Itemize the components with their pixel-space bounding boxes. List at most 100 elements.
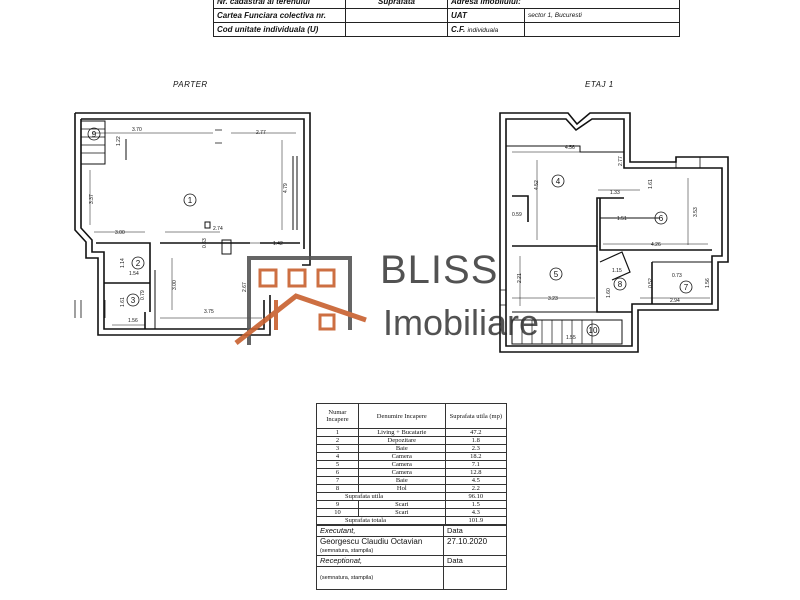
cell-name: Camera <box>357 468 446 477</box>
dim-label: 1.55 <box>566 335 576 341</box>
room-number: 2 <box>136 259 141 268</box>
room-number: 4 <box>556 177 561 186</box>
dim-label: 4.26 <box>651 242 661 248</box>
header-cell <box>524 22 680 37</box>
cell-num: 2 <box>316 436 359 445</box>
dim-label: 1.14 <box>120 258 126 268</box>
cell-name: Baie <box>357 444 446 453</box>
cell-area: 7.1 <box>444 460 508 469</box>
total-value: 101.9 <box>444 516 508 525</box>
room-number: 3 <box>131 296 136 305</box>
cell-name: Baie <box>357 476 446 485</box>
cell-num: 1 <box>316 428 359 437</box>
col-header: Suprafata utila (mp) <box>444 403 508 429</box>
empty-date-cell <box>443 566 507 590</box>
dim-label: 1.54 <box>129 271 139 277</box>
data-label: Data <box>443 525 507 537</box>
cell-num: 5 <box>316 460 359 469</box>
signature-table: Executant, Data Georgescu Claudiu Octavi… <box>316 525 507 590</box>
total-label: Suprafata totala <box>316 516 446 525</box>
dim-label: 3.70 <box>132 127 142 133</box>
dim-label: 1.61 <box>648 179 654 189</box>
cell-num: 9 <box>316 500 359 509</box>
dim-label: 3.23 <box>548 296 558 302</box>
col-header: Denumire Incapere <box>357 403 446 429</box>
cell-num: 3 <box>316 444 359 453</box>
dim-label: 3.00 <box>115 230 125 236</box>
cell-area: 2.3 <box>444 444 508 453</box>
dim-label: 1.42 <box>273 241 283 247</box>
dim-label: 4.56 <box>565 145 575 151</box>
cell-name: Depozitare <box>357 436 446 445</box>
bliss-logo-icon <box>234 256 367 345</box>
dim-label: 3.00 <box>172 280 178 290</box>
cell-area: 47.2 <box>444 428 508 437</box>
sum-label: Suprafata utila <box>316 492 446 501</box>
cell-num: 6 <box>316 468 359 477</box>
cell-name: Hol <box>357 484 446 493</box>
etaj-label: ETAJ 1 <box>585 80 614 89</box>
cell-area: 4.3 <box>444 508 508 517</box>
dim-label: 2.21 <box>517 273 523 283</box>
cell-area: 1.8 <box>444 436 508 445</box>
dim-label: 3.53 <box>693 207 699 217</box>
dim-label: 0.79 <box>140 290 146 300</box>
dim-label: 1.15 <box>612 268 622 274</box>
cell-name: Camera <box>357 460 446 469</box>
dim-label: 1.56 <box>128 318 138 324</box>
room-number: 6 <box>659 214 664 223</box>
cell-area: 2.2 <box>444 484 508 493</box>
dim-label: 0.73 <box>672 273 682 279</box>
cadastral-header-table: Nr. cadastral al terenului Suprafata Adr… <box>213 0 680 37</box>
parter-label: PARTER <box>173 80 208 89</box>
dim-label: 0.52 <box>648 278 654 288</box>
dim-label: 0.63 <box>202 238 208 248</box>
dim-label: 0.59 <box>512 212 522 218</box>
room-number: 1 <box>188 196 193 205</box>
cell-num: 7 <box>316 476 359 485</box>
cell-name: Living + Bucatarie <box>357 428 446 437</box>
dim-label: 1.22 <box>116 136 122 146</box>
dim-label: 2.77 <box>256 130 266 136</box>
dim-label: 4.52 <box>534 180 540 190</box>
cell-area: 12.8 <box>444 468 508 477</box>
dim-label: 2.67 <box>242 282 248 292</box>
cf-label: C.F. <box>451 25 466 34</box>
etaj-dimensions: 4.56 2.77 4.52 1.33 1.61 0.59 1.51 3.53 … <box>512 145 711 341</box>
cell-area: 18.2 <box>444 452 508 461</box>
cell-name: Scari <box>357 508 446 517</box>
data-label-2: Data <box>443 555 507 567</box>
dim-label: 1.56 <box>705 278 711 288</box>
dim-label: 1.51 <box>617 216 627 222</box>
room-number: 5 <box>554 270 559 279</box>
header-cell: C.F. individuala <box>447 22 525 37</box>
executant-name: Georgescu Claudiu Octavian <box>320 537 423 546</box>
stampila-note-2: (semnatura, stampila) <box>316 566 444 590</box>
executant-cell: Georgescu Claudiu Octavian (semnatura, s… <box>316 536 444 556</box>
room-number: 9 <box>92 130 97 139</box>
dim-label: 3.75 <box>204 309 214 315</box>
dim-label: 1.60 <box>606 288 612 298</box>
room-number: 10 <box>589 326 598 335</box>
col-header: Numar Incapere <box>316 403 359 429</box>
room-area-table: Numar Incapere Denumire Incapere Suprafa… <box>316 403 508 525</box>
stampila-note: (semnatura, stampila) <box>320 548 374 554</box>
cell-num: 10 <box>316 508 359 517</box>
dim-label: 3.37 <box>89 194 95 204</box>
room-number: 8 <box>618 280 623 289</box>
room-markers: 1 2 3 9 4 5 6 7 8 10 <box>87 127 693 337</box>
cf-sub: individuala <box>467 27 499 34</box>
executant-date: 27.10.2020 <box>443 536 507 556</box>
header-cell: Cod unitate individuala (U) <box>213 22 346 37</box>
dim-label: 2.74 <box>213 226 223 232</box>
